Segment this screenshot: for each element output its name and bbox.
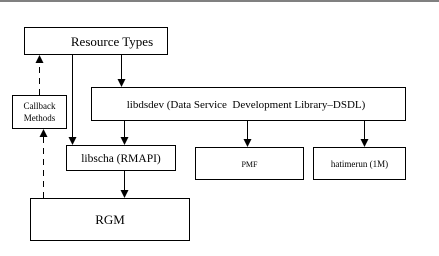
- rgm-box: [30, 198, 190, 241]
- hatimerun-box: [313, 147, 406, 180]
- callback-methods-box: [12, 95, 67, 129]
- libscha-label: libscha (RMAPI): [81, 153, 161, 165]
- libscha-node: libscha (RMAPI): [66, 145, 176, 171]
- callback-methods-node: Callback Methods: [12, 95, 67, 129]
- hatimerun-label: hatimerun (1M): [331, 159, 388, 169]
- rgm-label: RGM: [95, 212, 125, 227]
- libdsdev-box: [91, 87, 406, 121]
- resource-types-node: Resource Types: [24, 27, 168, 55]
- pmf-label: PMF: [241, 160, 258, 169]
- pmf-box: [195, 147, 304, 180]
- libdsdev-label: libdsdev (Data Service Development Libra…: [127, 99, 366, 111]
- hatimerun-node: hatimerun (1M): [313, 147, 406, 180]
- resource-types-label: Resource Types: [71, 34, 153, 49]
- callback-methods-label-line1: Callback: [24, 101, 56, 111]
- libscha-box: [66, 145, 176, 171]
- rgm-node: RGM: [30, 198, 190, 241]
- resource-types-box: [24, 27, 168, 55]
- pmf-node: PMF: [195, 147, 304, 180]
- callback-methods-label-line2: Methods: [24, 113, 56, 123]
- libdsdev-node: libdsdev (Data Service Development Libra…: [91, 87, 406, 121]
